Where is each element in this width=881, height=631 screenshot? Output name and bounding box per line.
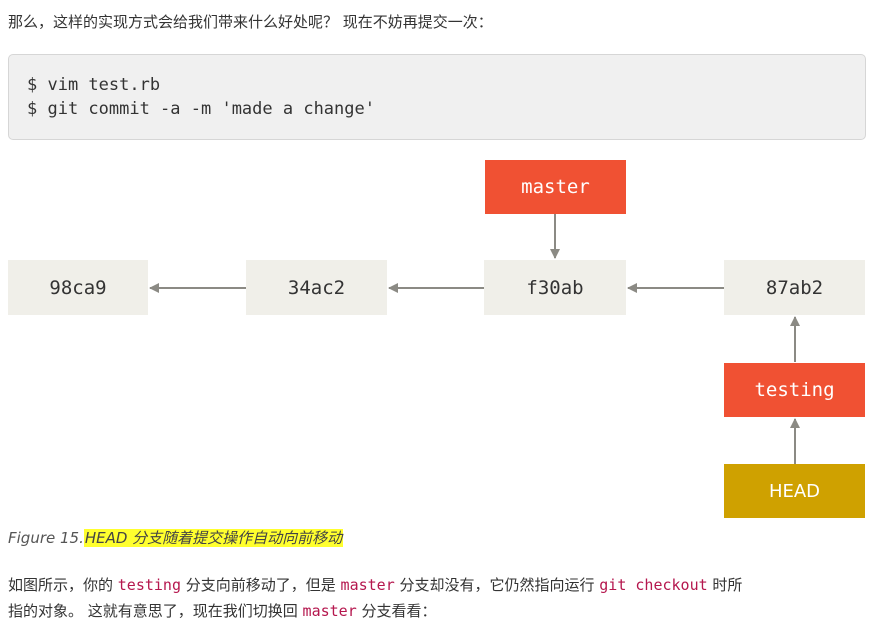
commit-label: 34ac2	[287, 276, 346, 299]
intro-paragraph: 那么，这样的实现方式会给我们带来什么好处呢？ 现在不妨再提交一次：	[8, 13, 493, 31]
branch-label-testing: testing	[754, 379, 835, 401]
branch-box-master: master	[485, 160, 626, 214]
branch-box-testing: testing	[724, 363, 865, 417]
commit-label: 98ca9	[49, 276, 107, 299]
commit-label: f30ab	[526, 276, 584, 299]
inline-code-master: master	[340, 576, 395, 594]
commit-box-87ab2: 87ab2	[724, 260, 865, 315]
inline-code-master: master	[302, 602, 357, 620]
caption-text: HEAD 分支随着提交操作自动向前移动	[83, 529, 344, 547]
inline-code-testing: testing	[117, 576, 181, 594]
explanation-paragraph: 如图所示，你的 testing 分支向前移动了，但是 master 分支却没有，…	[8, 572, 874, 624]
commit-box-34ac2: 34ac2	[246, 260, 387, 315]
paragraph-text: 分支却没有，它仍然指向运行	[394, 576, 600, 594]
inline-code-git-checkout: git checkout	[599, 576, 708, 594]
caption-label: Figure 15.	[8, 529, 84, 547]
commit-box-98ca9: 98ca9	[8, 260, 148, 315]
branch-label-master: master	[521, 176, 590, 198]
paragraph-text: 如图所示，你的	[8, 576, 118, 594]
figure-caption: Figure 15.HEAD 分支随着提交操作自动向前移动	[8, 527, 344, 549]
paragraph-text: 分支向前移动了，但是	[181, 576, 341, 594]
code-block: $ vim test.rb $ git commit -a -m 'made a…	[8, 54, 866, 140]
paragraph-line: 指的对象。 这就有意思了，现在我们切换回 master 分支看看：	[8, 598, 874, 624]
paragraph-text: 分支看看：	[356, 602, 437, 620]
head-box: HEAD	[724, 464, 865, 518]
code-line: $ git commit -a -m 'made a change'	[27, 99, 375, 119]
commit-label: 87ab2	[765, 276, 824, 299]
commit-box-f30ab: f30ab	[484, 260, 626, 315]
head-label: HEAD	[768, 480, 821, 502]
branch-diagram: 98ca9 34ac2 f30ab 87ab2 master testing H…	[0, 150, 881, 525]
diagram-arrows	[149, 214, 800, 464]
code-line: $ vim test.rb	[27, 75, 161, 95]
paragraph-line: 如图所示，你的 testing 分支向前移动了，但是 master 分支却没有，…	[8, 572, 874, 598]
paragraph-text: 时所	[707, 576, 743, 594]
paragraph-text: 指的对象。 这就有意思了，现在我们切换回	[8, 602, 303, 620]
